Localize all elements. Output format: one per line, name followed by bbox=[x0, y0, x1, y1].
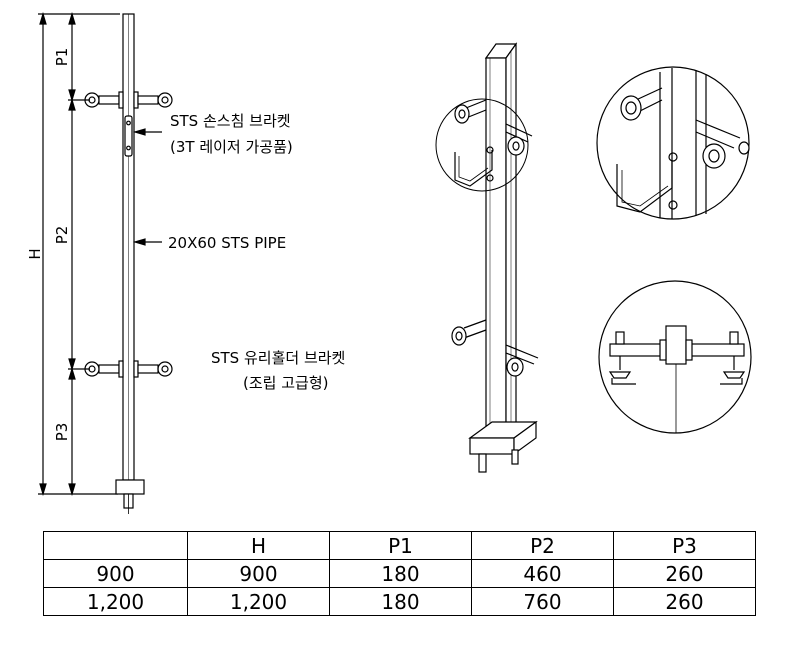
table-cell: 460 bbox=[471, 559, 614, 588]
table-cell: 1,200 bbox=[187, 587, 330, 616]
table-cell: 1,200 bbox=[43, 587, 188, 616]
table-cell: 180 bbox=[329, 587, 472, 616]
base-isometric bbox=[468, 420, 538, 473]
table-cell: 900 bbox=[187, 559, 330, 588]
table-cell: 900 bbox=[43, 559, 188, 588]
callout-arrows bbox=[132, 128, 162, 246]
post-isometric bbox=[484, 42, 518, 448]
dim-label-p2: P2 bbox=[53, 226, 71, 245]
detail-bottom bbox=[598, 280, 752, 434]
header-cell: H bbox=[187, 531, 330, 560]
dim-label-p1: P1 bbox=[53, 48, 71, 67]
pipe-label: 20X60 STS PIPE bbox=[168, 234, 286, 252]
isometric-view bbox=[435, 42, 539, 473]
upper-bracket-elevation bbox=[84, 91, 173, 157]
lower-bracket-isometric bbox=[451, 319, 539, 377]
glass-holder-sublabel: (조립 고급형) bbox=[243, 374, 328, 392]
glass-holder-label: STS 유리홀더 브라켓 bbox=[211, 349, 345, 367]
table-cell: 260 bbox=[613, 587, 756, 616]
dimension-h: H bbox=[26, 11, 120, 497]
header-cell: P2 bbox=[471, 531, 614, 560]
dim-label-h: H bbox=[26, 248, 44, 259]
detail-circle-small bbox=[435, 98, 529, 192]
header-cell bbox=[43, 531, 188, 560]
dimension-p: P1 P2 P3 bbox=[38, 11, 118, 497]
handrail-bracket-label: STS 손스침 브라켓 bbox=[170, 112, 291, 130]
post-elevation bbox=[115, 13, 145, 514]
spec-table: H P1 P2 P3 900 900 180 460 260 1,200 1,2… bbox=[43, 531, 756, 616]
dim-label-p3: P3 bbox=[53, 423, 71, 442]
handrail-bracket-sublabel: (3T 레이저 가공품) bbox=[170, 138, 293, 156]
header-cell: P3 bbox=[613, 531, 756, 560]
table-header-row: H P1 P2 P3 bbox=[43, 531, 756, 560]
elevation-view: H P1 P2 P3 bbox=[26, 11, 345, 514]
table-cell: 180 bbox=[329, 559, 472, 588]
table-cell: 260 bbox=[613, 559, 756, 588]
upper-bracket-isometric bbox=[454, 99, 533, 187]
header-cell: P1 bbox=[329, 531, 472, 560]
table-row: 900 900 180 460 260 bbox=[43, 559, 756, 588]
detail-top bbox=[596, 66, 750, 220]
lower-bracket-elevation bbox=[84, 360, 173, 378]
table-row: 1,200 1,200 180 760 260 bbox=[43, 587, 756, 616]
technical-drawing: H P1 P2 P3 bbox=[26, 11, 752, 514]
table-cell: 760 bbox=[471, 587, 614, 616]
